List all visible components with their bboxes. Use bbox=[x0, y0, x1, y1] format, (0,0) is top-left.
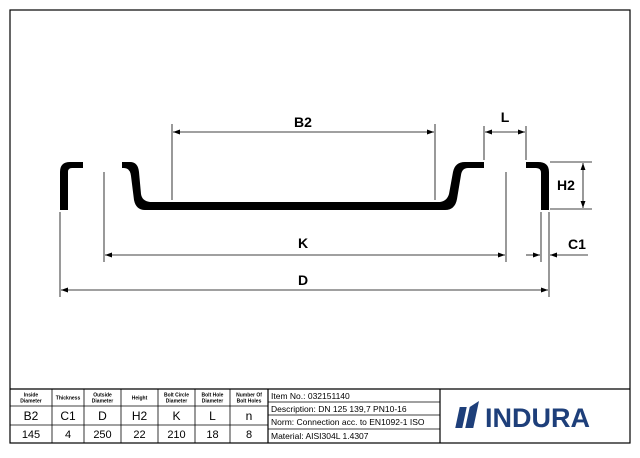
dim-label-h2: H2 bbox=[557, 177, 575, 193]
indura-logo: INDURA bbox=[455, 401, 590, 433]
table-header-height: Height bbox=[132, 396, 148, 402]
table-value-outside-diameter: 250 bbox=[93, 429, 111, 441]
dim-label-l: L bbox=[501, 109, 510, 125]
table-header-inside-diameter-2: Diameter bbox=[20, 399, 41, 405]
dim-label-b2: B2 bbox=[294, 114, 312, 130]
table-symbol-d: D bbox=[98, 409, 107, 423]
table-header-bolt-count-2: Bolt Holes bbox=[237, 399, 262, 405]
extension-lines bbox=[59, 124, 592, 297]
table-value-bolt-count: 8 bbox=[246, 429, 252, 441]
table-header-bolt-count-1: Number Of bbox=[236, 393, 262, 399]
table-header-thickness: Thickness bbox=[56, 396, 81, 402]
table-value-height: 22 bbox=[133, 429, 145, 441]
dim-label-c1: C1 bbox=[568, 236, 586, 252]
table-header-outside-diameter-1: Outside bbox=[93, 393, 112, 399]
flange-profile bbox=[60, 162, 549, 210]
description: Description: DN 125 139,7 PN10-16 bbox=[271, 404, 407, 414]
drawing-border bbox=[9, 9, 631, 444]
dimension-lines bbox=[61, 129, 588, 293]
dim-label-d: D bbox=[298, 272, 308, 288]
table-value-bolt-hole: 18 bbox=[206, 429, 218, 441]
table-header-bolt-circle-2: Diameter bbox=[166, 399, 187, 405]
table-header-outside-diameter-2: Diameter bbox=[92, 399, 113, 405]
table-symbol-c1: C1 bbox=[60, 409, 76, 423]
table-value-bolt-circle: 210 bbox=[167, 429, 185, 441]
table-header-bolt-hole-1: Bolt Hole bbox=[202, 393, 224, 399]
table-value-thickness: 4 bbox=[65, 429, 71, 441]
table-symbol-b2: B2 bbox=[24, 409, 39, 423]
table-value-inside-diameter: 145 bbox=[22, 429, 40, 441]
title-block: Inside Diameter Thickness Outside Diamet… bbox=[10, 388, 630, 443]
material: Material: AISI304L 1.4307 bbox=[271, 431, 369, 441]
table-header-bolt-hole-2: Diameter bbox=[202, 399, 223, 405]
table-symbol-n: n bbox=[246, 409, 253, 423]
table-header-bolt-circle-1: Bolt Circle bbox=[164, 393, 189, 399]
logo-mark-icon bbox=[455, 401, 479, 428]
table-symbol-h2: H2 bbox=[132, 409, 148, 423]
norm: Norm: Connection acc. to EN1092-1 ISO bbox=[271, 417, 425, 427]
dim-label-k: K bbox=[298, 235, 308, 251]
table-symbol-k: K bbox=[172, 409, 180, 423]
item-number: Item No.: 032151140 bbox=[271, 391, 350, 401]
table-symbol-l: L bbox=[209, 409, 216, 423]
table-header-inside-diameter-1: Inside bbox=[24, 393, 39, 399]
logo-text: INDURA bbox=[485, 403, 590, 433]
